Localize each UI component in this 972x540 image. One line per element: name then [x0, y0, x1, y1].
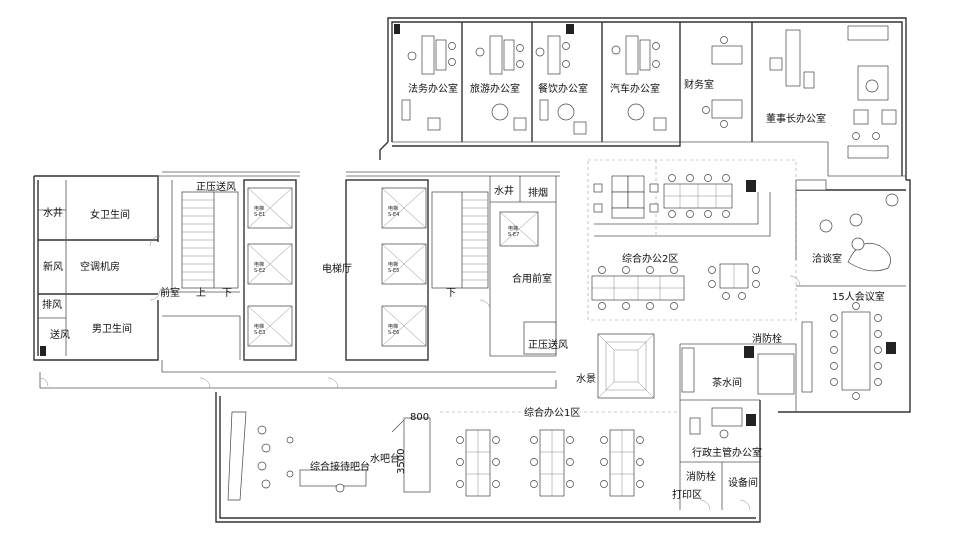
label-stair-down-left: 下: [222, 288, 232, 299]
label-open-office-1: 综合办公1区: [524, 406, 580, 419]
label-front-room: 前室: [160, 286, 180, 299]
label-male-wc: 男卫生间: [92, 322, 132, 335]
elevator-7-code: S-E7: [508, 232, 519, 238]
room-labels: 法务办公室 旅游办公室 餐饮办公室 汽车办公室 财务室 董事长办公室 水井 女卫…: [42, 78, 885, 501]
label-print-area: 打印区: [672, 488, 702, 501]
elevator-shafts: [243, 176, 557, 361]
label-pressurize-top: 正压送风: [196, 180, 236, 193]
label-female-wc: 女卫生间: [90, 208, 130, 221]
label-finance: 财务室: [684, 78, 714, 91]
label-water-bar: 水吧台: [370, 452, 400, 465]
water-feature-drawing: [597, 333, 655, 399]
label-water-feature: 水景: [576, 373, 596, 385]
meeting-rooms: [744, 179, 906, 400]
label-catering-office: 餐饮办公室: [538, 82, 588, 95]
label-dim-800: 800: [410, 412, 429, 423]
label-legal-office: 法务办公室: [408, 82, 458, 95]
elevator-6-name: 电梯: [388, 323, 398, 330]
label-water-well-left: 水井: [43, 206, 63, 219]
top-office-partitions: [392, 22, 828, 192]
elevator-5-code: S-E5: [388, 268, 399, 274]
label-supply-air: 送风: [50, 328, 70, 341]
label-shared-front-room: 合用前室: [512, 272, 552, 285]
label-auto-office: 汽车办公室: [610, 82, 660, 95]
right-stair-treads: [461, 192, 488, 288]
elevator-4-name: 电梯: [388, 205, 398, 212]
left-service-rooms: [38, 180, 241, 360]
label-stair-up: 上: [196, 287, 206, 299]
top-office-furniture: [401, 25, 897, 159]
open-office-2-furniture: [587, 159, 797, 321]
label-meeting-15: 15人会议室: [832, 290, 885, 303]
label-hydrant-bottom: 消防栓: [686, 470, 716, 483]
tea-admin-area: [679, 343, 797, 510]
label-chairman-office: 董事长办公室: [766, 112, 826, 125]
label-water-well-right: 水井: [494, 184, 514, 197]
elevator-2-code: S-E2: [254, 268, 265, 274]
label-stair-down-right: 下: [446, 288, 456, 299]
elevator-5-name: 电梯: [388, 261, 398, 268]
left-stair-treads: [182, 192, 215, 288]
elevator-1-code: S-E1: [254, 212, 265, 218]
label-elevator-hall: 电梯厅: [322, 262, 352, 275]
open-office-1-furniture: [440, 411, 680, 497]
label-admin-office: 行政主管办公室: [692, 446, 762, 459]
label-dim-3500: 3500: [396, 449, 407, 474]
door-swings: [39, 235, 801, 511]
elevator-3-code: S-E3: [254, 330, 265, 336]
label-exhaust: 排风: [42, 298, 62, 311]
label-equipment-room: 设备间: [728, 476, 758, 489]
label-negotiation: 洽谈室: [812, 252, 842, 265]
label-hydrant-top: 消防栓: [752, 332, 782, 345]
label-ac-room: 空调机房: [80, 260, 120, 273]
label-reception-bar: 综合接待吧台: [310, 460, 370, 473]
outer-walls: [33, 17, 911, 523]
label-tea-room: 茶水间: [712, 376, 742, 389]
label-travel-office: 旅游办公室: [470, 82, 520, 95]
label-fresh-air: 新风: [43, 260, 63, 273]
label-open-office-2: 综合办公2区: [622, 252, 678, 265]
elevator-6-code: S-E6: [388, 330, 399, 336]
reception-furniture: [227, 411, 431, 501]
elevator-1-name: 电梯: [254, 205, 264, 212]
elevator-3-name: 电梯: [254, 323, 264, 330]
label-smoke-exhaust: 排烟: [528, 186, 548, 199]
label-pressurize-bottom: 正压送风: [528, 338, 568, 351]
elevator-7-name: 电梯: [508, 225, 518, 232]
elevator-2-name: 电梯: [254, 261, 264, 268]
elevator-4-code: S-E4: [388, 212, 399, 218]
elevator-tags: 电梯 S-E1 电梯 S-E2 电梯 S-E3 电梯 S-E4 电梯 S-E5 …: [254, 205, 519, 336]
